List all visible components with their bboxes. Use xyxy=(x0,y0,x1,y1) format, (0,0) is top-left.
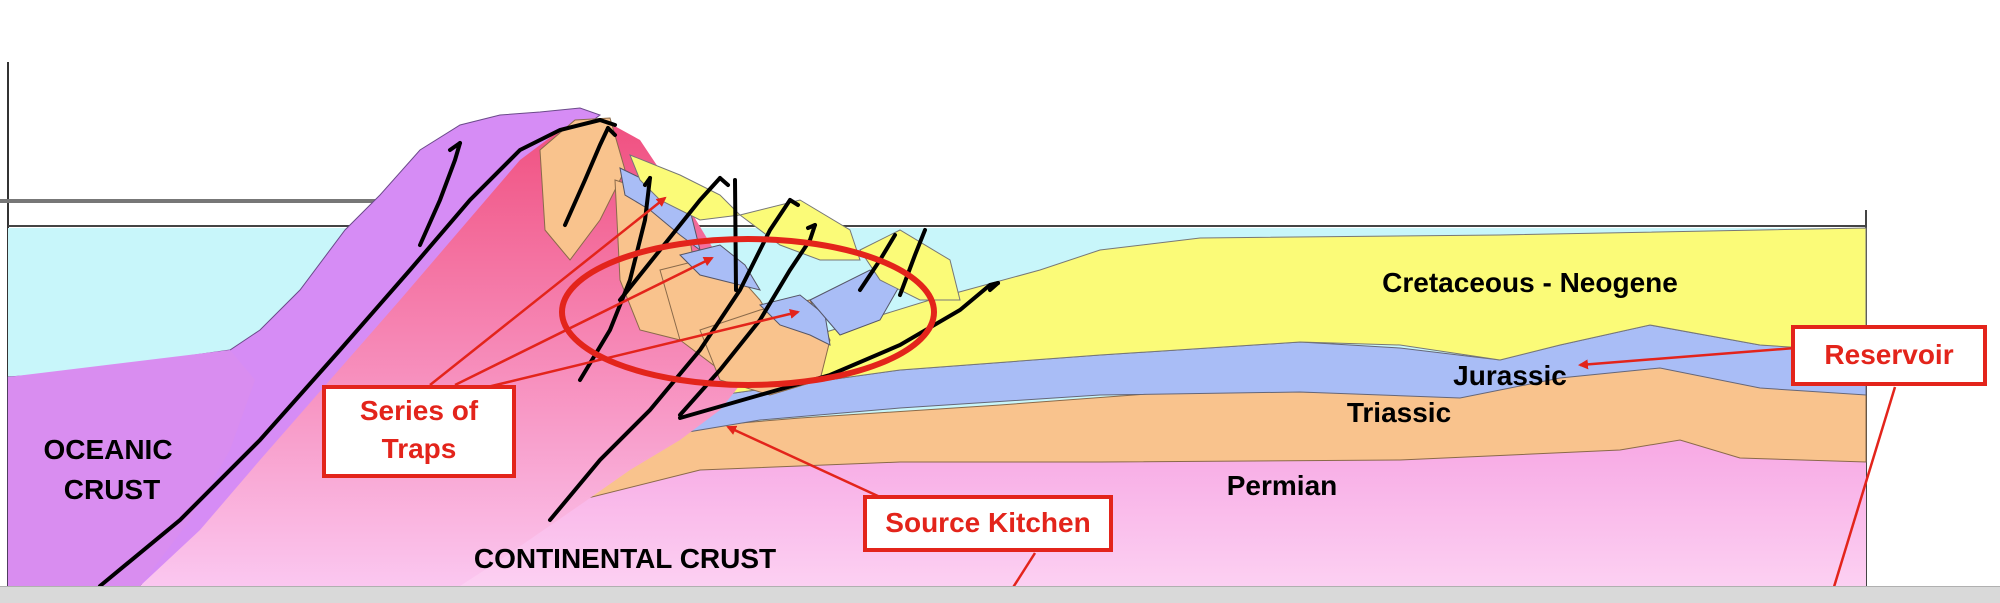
jurassic-label: Jurassic xyxy=(1453,360,1567,391)
fault-line-2-tick xyxy=(448,141,462,152)
faults xyxy=(98,118,1000,588)
fault-line-7-tick xyxy=(788,198,800,207)
fault-line-10 xyxy=(898,228,927,297)
continental-crust-label: CONTINENTAL CRUST xyxy=(474,543,776,574)
triassic-layer xyxy=(558,364,1867,506)
series-of-traps-box xyxy=(322,385,516,478)
source-kitchen-box xyxy=(863,495,1113,552)
trap-jurassic-3 xyxy=(759,294,831,346)
reservoir-leader xyxy=(1828,386,1897,601)
permian-layer xyxy=(440,430,1866,586)
arrow-source-kitchen xyxy=(726,425,881,499)
fault-line-1 xyxy=(98,118,602,588)
permian-label: Permian xyxy=(1227,470,1338,501)
fault-line-11 xyxy=(678,281,1000,420)
cretaceous-neogene-label: Cretaceous - Neogene xyxy=(1382,267,1678,298)
oceanic-crust-label-2: CRUST xyxy=(64,474,160,505)
fault-line-8 xyxy=(678,223,817,417)
oceanic-crust-lower xyxy=(8,350,255,586)
fault-line-5-tick xyxy=(718,176,730,187)
triassic-label: Triassic xyxy=(1347,397,1451,428)
arrow-traps-1 xyxy=(429,196,667,386)
callout-arrows xyxy=(429,196,1897,601)
trap-yellow-1 xyxy=(629,154,742,221)
arrow-traps-2 xyxy=(454,256,714,387)
arrow-traps-3 xyxy=(474,309,800,392)
fault-line-11-tick xyxy=(988,281,1000,292)
fault-line-2 xyxy=(418,141,462,247)
bottom-status-strip xyxy=(0,586,2000,603)
fault-line-5 xyxy=(618,176,722,302)
fault-line-1-tick xyxy=(598,118,617,127)
source-kitchen-label: Source Kitchen xyxy=(885,507,1090,538)
arrow-reservoir xyxy=(1578,346,1796,370)
trap-jurassic-4 xyxy=(809,269,901,336)
series-of-traps-line1: Series of xyxy=(360,395,479,426)
reservoir-label: Reservoir xyxy=(1824,339,1953,370)
fault-line-4 xyxy=(578,176,652,382)
traps-ellipse xyxy=(559,236,937,388)
continental-crust xyxy=(140,118,760,586)
fault-line-7 xyxy=(548,198,792,522)
fault-line-3-tick xyxy=(606,126,617,137)
cretaceous-neogene-layer xyxy=(698,227,1867,396)
trap-jurassic-2 xyxy=(679,244,762,291)
reservoir-box xyxy=(1791,325,1987,386)
fault-line-3 xyxy=(563,126,610,227)
fault-line-4-tick xyxy=(643,176,652,187)
series-of-traps-line2: Traps xyxy=(382,433,457,464)
fault-line-6 xyxy=(733,178,738,292)
fault-line-8-tick xyxy=(806,223,817,230)
oceanic-crust-label-1: OCEANIC xyxy=(43,434,172,465)
